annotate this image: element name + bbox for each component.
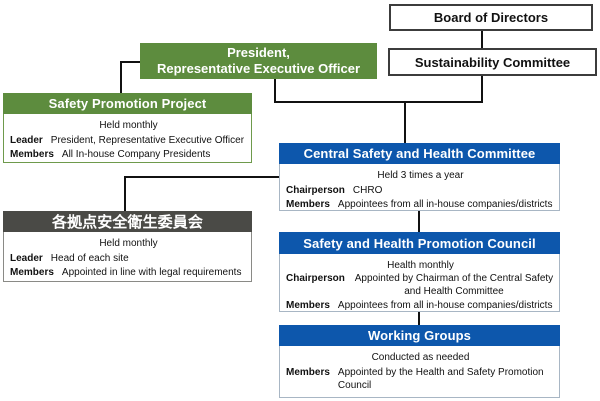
members-value: Appointed by the Health and Safety Promo…: [337, 367, 544, 391]
leader-value: Head of each site: [50, 253, 129, 264]
members-label: Members: [10, 149, 54, 160]
working-groups-header: Working Groups: [279, 325, 560, 346]
site-safety-committee-title: 各拠点安全衛生委員会: [51, 213, 203, 231]
safety-promotion-project-header: Safety Promotion Project: [3, 93, 252, 114]
chairperson-row: Chairperson CHRO: [286, 184, 555, 197]
frequency-text: Held monthly: [99, 120, 158, 131]
members-label: Members: [286, 199, 330, 210]
connector-central-council: [418, 211, 420, 233]
central-safety-health-committee-title: Central Safety and Health Committee: [303, 146, 536, 161]
safety-promotion-project-box: Safety Promotion Project Held monthly Le…: [3, 93, 252, 163]
board-of-directors-title: Board of Directors: [433, 10, 549, 25]
members-label: Members: [10, 267, 54, 278]
chairperson-row: Chairperson Appointed by Chairman of the…: [286, 272, 555, 298]
safety-health-promotion-council-body: Health monthly Chairperson Appointed by …: [279, 254, 560, 312]
connector-president-drop: [274, 79, 276, 103]
members-value: All In-house Company Presidents: [61, 149, 211, 160]
president-title-line2: Representative Executive Officer: [156, 61, 361, 76]
members-label: Members: [286, 367, 330, 378]
safety-health-promotion-council-title: Safety and Health Promotion Council: [303, 235, 536, 251]
central-safety-health-committee-box: Central Safety and Health Committee Held…: [279, 143, 560, 211]
working-groups-box: Working Groups Conducted as needed Membe…: [279, 325, 560, 398]
safety-health-promotion-council-box: Safety and Health Promotion Council Heal…: [279, 232, 560, 312]
central-safety-health-committee-body: Held 3 times a year Chairperson CHRO Mem…: [279, 164, 560, 211]
site-safety-committee-box: 各拠点安全衛生委員会 Held monthly Leader Head of e…: [3, 211, 252, 282]
leader-row: Leader Head of each site: [10, 252, 247, 265]
connector-horizontal-main: [274, 101, 483, 103]
connector-president-left-elbow-h: [120, 61, 142, 63]
connector-board-sustainability: [481, 30, 483, 48]
chairperson-value: CHRO: [352, 185, 383, 196]
chairperson-label: Chairperson: [286, 185, 345, 196]
frequency-text: Conducted as needed: [371, 352, 470, 363]
leader-value: President, Representative Executive Offi…: [50, 135, 245, 146]
connector-central-left-elbow-v: [124, 176, 126, 212]
central-safety-health-committee-header: Central Safety and Health Committee: [279, 143, 560, 164]
leader-label: Leader: [10, 253, 43, 264]
members-value: Appointees from all in-house companies/d…: [337, 199, 553, 210]
members-row: Members Appointed in line with legal req…: [10, 266, 247, 279]
connector-president-left-elbow-v: [120, 61, 122, 94]
members-row: Members Appointees from all in-house com…: [286, 299, 555, 312]
frequency-text: Health monthly: [387, 260, 454, 271]
working-groups-title: Working Groups: [368, 328, 471, 343]
sustainability-committee-title: Sustainability Committee: [414, 54, 571, 70]
president-title-line1: President,: [227, 44, 290, 60]
members-value: Appointed in line with legal requirement…: [61, 267, 242, 278]
leader-label: Leader: [10, 135, 43, 146]
leader-row: Leader President, Representative Executi…: [10, 134, 247, 147]
connector-to-central-committee: [404, 101, 406, 144]
connector-sustainability-drop: [481, 75, 483, 103]
connector-central-left-elbow-h: [124, 176, 280, 178]
site-safety-committee-header: 各拠点安全衛生委員会: [3, 211, 252, 232]
members-value: Appointees from all in-house companies/d…: [337, 300, 553, 311]
members-row: Members Appointees from all in-house com…: [286, 198, 555, 211]
board-of-directors-box: Board of Directors: [389, 4, 593, 31]
frequency-text: Held 3 times a year: [377, 170, 464, 181]
frequency-text: Held monthly: [99, 238, 158, 249]
members-row: Members Appointed by the Health and Safe…: [286, 366, 555, 392]
working-groups-body: Conducted as needed Members Appointed by…: [279, 346, 560, 398]
chairperson-value: Appointed by Chairman of the Central Saf…: [354, 273, 554, 297]
safety-promotion-project-body: Held monthly Leader President, Represent…: [3, 114, 252, 163]
sustainability-committee-box: Sustainability Committee: [388, 48, 597, 76]
connector-council-working-groups: [418, 312, 420, 326]
members-label: Members: [286, 300, 330, 311]
safety-promotion-project-title: Safety Promotion Project: [48, 96, 207, 111]
site-safety-committee-body: Held monthly Leader Head of each site Me…: [3, 232, 252, 282]
chairperson-label: Chairperson: [286, 273, 345, 284]
president-box: President, Representative Executive Offi…: [140, 43, 377, 79]
safety-health-promotion-council-header: Safety and Health Promotion Council: [279, 232, 560, 254]
members-row: Members All In-house Company Presidents: [10, 148, 247, 161]
